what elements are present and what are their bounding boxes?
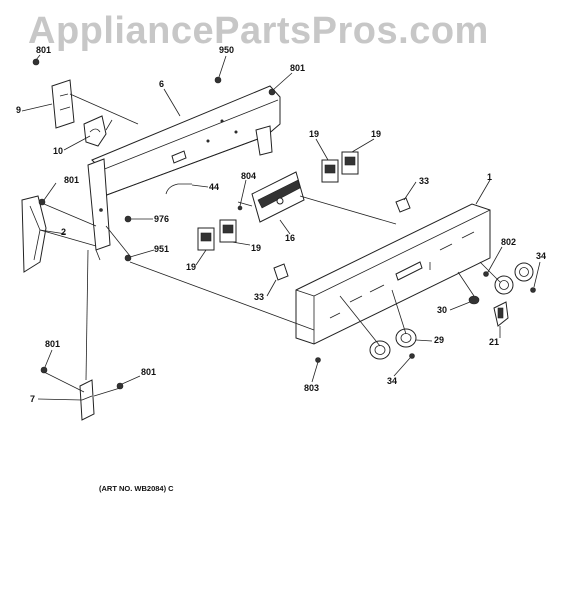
callout-801: 801 [64, 175, 80, 185]
part-9-bracket [51, 79, 75, 129]
part-19-switch-d [219, 219, 237, 243]
callout-34: 34 [387, 376, 398, 386]
callout-33: 33 [419, 176, 430, 186]
part-33-clip-a [395, 197, 411, 213]
callout-801: 801 [45, 339, 61, 349]
leader-lines [21, 54, 541, 401]
screws [32, 58, 536, 390]
part-19-switch-c [197, 227, 215, 251]
part-2-end-cap [21, 195, 47, 273]
assembly-lines [39, 93, 501, 397]
callout-6: 6 [159, 79, 165, 89]
part-16-clock-timer [251, 171, 305, 223]
part-44-wire-handle [165, 183, 192, 195]
callout-801: 801 [36, 45, 52, 55]
part-10-clip [83, 115, 107, 147]
callout-801: 801 [290, 63, 306, 73]
callout-16: 16 [285, 233, 296, 243]
callout-19: 19 [371, 129, 382, 139]
callout-30: 30 [437, 305, 448, 315]
part-19-switch-b [341, 151, 359, 175]
part-30-lamp [468, 295, 480, 305]
callout-802: 802 [501, 237, 517, 247]
part-6-backsplash-panel [91, 85, 281, 197]
callout-976: 976 [154, 214, 170, 224]
callout-29: 29 [434, 335, 445, 345]
callout-34: 34 [536, 251, 547, 261]
knob-right-b [514, 262, 534, 282]
callout-1: 1 [487, 172, 493, 182]
callout-801: 801 [141, 367, 157, 377]
callout-19: 19 [251, 243, 262, 253]
left-side-bracket [87, 158, 111, 261]
callout-803: 803 [304, 383, 320, 393]
knob-lower-left [369, 340, 391, 360]
part-21-knob [493, 301, 509, 327]
callout-9: 9 [16, 105, 22, 115]
part-29-knob [395, 328, 417, 348]
callout-804: 804 [241, 171, 257, 181]
callout-19: 19 [186, 262, 197, 272]
knob-right-a [494, 275, 514, 295]
callout-950: 950 [219, 45, 235, 55]
part-33-clip-b [273, 263, 289, 281]
callout-33: 33 [254, 292, 265, 302]
part-7-bracket [79, 379, 95, 421]
callout-2: 2 [61, 227, 67, 237]
callout-10: 10 [53, 146, 64, 156]
part-1-control-panel [295, 203, 491, 345]
callout-951: 951 [154, 244, 170, 254]
callout-19: 19 [309, 129, 320, 139]
part-19-switch-a [321, 159, 339, 183]
callout-21: 21 [489, 337, 500, 347]
watermark: AppliancePartsPros.com [28, 10, 489, 52]
callout-44: 44 [209, 182, 220, 192]
callout-7: 7 [30, 394, 36, 404]
art-number: (ART NO. WB2084) C [99, 484, 174, 493]
